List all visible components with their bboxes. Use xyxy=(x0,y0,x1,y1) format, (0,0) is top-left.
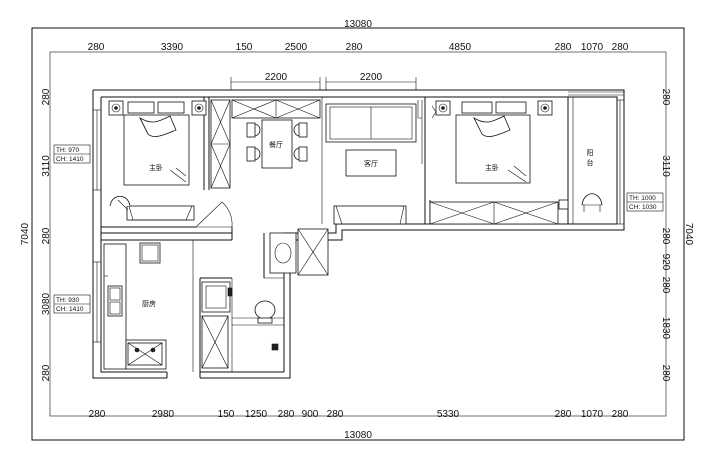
desk-chair xyxy=(109,195,131,207)
left-dim: 280 xyxy=(41,364,52,381)
bottom-dim: 280 xyxy=(278,409,295,420)
inner-dimension-frame xyxy=(49,51,667,417)
left-dimension-column: 280 3110 280 3080 280 xyxy=(41,88,52,381)
overall-width-top: 13080 xyxy=(344,19,372,30)
dining-table xyxy=(261,119,293,169)
right-dim: 280 xyxy=(660,89,671,106)
inner-dimension-lines: 2200 2200 xyxy=(230,72,417,90)
bottom-dim: 280 xyxy=(327,409,344,420)
svg-text:TH: 970: TH: 970 xyxy=(56,147,80,154)
inner-dim: 2200 xyxy=(360,72,383,83)
room-label-kitchen: 厨房 xyxy=(142,299,156,308)
top-dim: 3390 xyxy=(161,42,184,53)
bottom-dim: 150 xyxy=(218,409,235,420)
balcony: 阳 台 xyxy=(581,148,603,212)
top-dim: 1070 xyxy=(581,42,604,53)
bottom-dim: 900 xyxy=(302,409,319,420)
bottom-dimension-row: 280 2980 150 1250 280 900 280 5330 280 1… xyxy=(89,409,629,420)
overall-width-bottom: 13080 xyxy=(344,430,372,441)
room-label-living: 客厅 xyxy=(364,159,378,168)
bottom-dim: 280 xyxy=(612,409,629,420)
right-dim: 920 xyxy=(660,254,671,271)
top-dim: 2500 xyxy=(285,42,308,53)
top-dim: 280 xyxy=(555,42,572,53)
inner-dim: 2200 xyxy=(265,72,288,83)
kitchen: 厨房 xyxy=(103,242,167,370)
top-dim: 280 xyxy=(346,42,363,53)
outer-dimension-frame xyxy=(31,27,685,441)
svg-text:TH: 930: TH: 930 xyxy=(56,297,80,304)
right-dim: 3110 xyxy=(660,155,671,177)
top-dim: 4850 xyxy=(449,42,472,53)
living-area: 客厅 xyxy=(321,97,423,225)
left-bedroom: 主卧 xyxy=(108,99,233,228)
top-dim: 280 xyxy=(612,42,629,53)
bottom-dim: 5330 xyxy=(437,409,460,420)
bottom-dim: 1250 xyxy=(245,409,268,420)
right-dim: 280 xyxy=(660,277,671,294)
svg-text:CH: 1030: CH: 1030 xyxy=(629,204,657,211)
svg-text:TH: 1000: TH: 1000 xyxy=(629,195,656,202)
svg-text:CH: 1410: CH: 1410 xyxy=(56,306,84,313)
overall-height-right: 7040 xyxy=(683,223,694,246)
window-note-left-lower: TH: 930 CH: 1410 xyxy=(53,294,91,314)
window-note-right: TH: 1000 CH: 1030 xyxy=(626,192,664,212)
top-dimension-row: 280 3390 150 2500 280 4850 280 1070 280 xyxy=(88,42,629,53)
desk xyxy=(126,205,195,221)
bathroom xyxy=(201,228,329,369)
right-dim: 1830 xyxy=(660,317,671,340)
bath-vanity xyxy=(269,232,297,274)
fridge xyxy=(139,242,161,264)
dining-area: 餐厅 xyxy=(231,99,321,169)
room-label-master-left: 主卧 xyxy=(149,163,163,172)
left-dim: 280 xyxy=(41,88,52,105)
left-dim: 3080 xyxy=(41,292,52,315)
bottom-dim: 280 xyxy=(555,409,572,420)
bottom-dim: 280 xyxy=(89,409,106,420)
top-dim: 280 xyxy=(88,42,105,53)
right-dimension-column: 280 3110 280 920 280 1830 280 xyxy=(660,89,671,382)
kitchen-sink xyxy=(107,285,123,317)
windows xyxy=(92,91,625,343)
coffee-table xyxy=(345,149,397,177)
bottom-dim: 2980 xyxy=(152,409,175,420)
toilet xyxy=(254,300,276,320)
room-label-dining: 餐厅 xyxy=(269,140,283,149)
top-dim: 150 xyxy=(236,42,253,53)
washing-machine xyxy=(201,281,231,313)
right-bedroom: 主卧 xyxy=(429,100,569,225)
left-dim: 280 xyxy=(41,227,52,244)
room-label-master-right: 主卧 xyxy=(485,163,499,172)
bottom-dim: 1070 xyxy=(581,409,604,420)
right-dim: 280 xyxy=(660,228,671,245)
svg-text:CH: 1410: CH: 1410 xyxy=(56,156,84,163)
room-label-balcony-1: 阳 xyxy=(587,148,594,157)
overall-height-left: 7040 xyxy=(20,222,31,245)
bedroom-door xyxy=(195,201,233,228)
balcony-window xyxy=(616,99,625,225)
tv-cabinet xyxy=(333,205,407,225)
window-note-left-upper: TH: 970 CH: 1410 xyxy=(53,144,91,164)
room-label-balcony-2: 台 xyxy=(587,158,594,167)
right-dim: 280 xyxy=(660,365,671,382)
left-dim: 3110 xyxy=(41,155,52,177)
balcony-chair xyxy=(581,193,603,206)
